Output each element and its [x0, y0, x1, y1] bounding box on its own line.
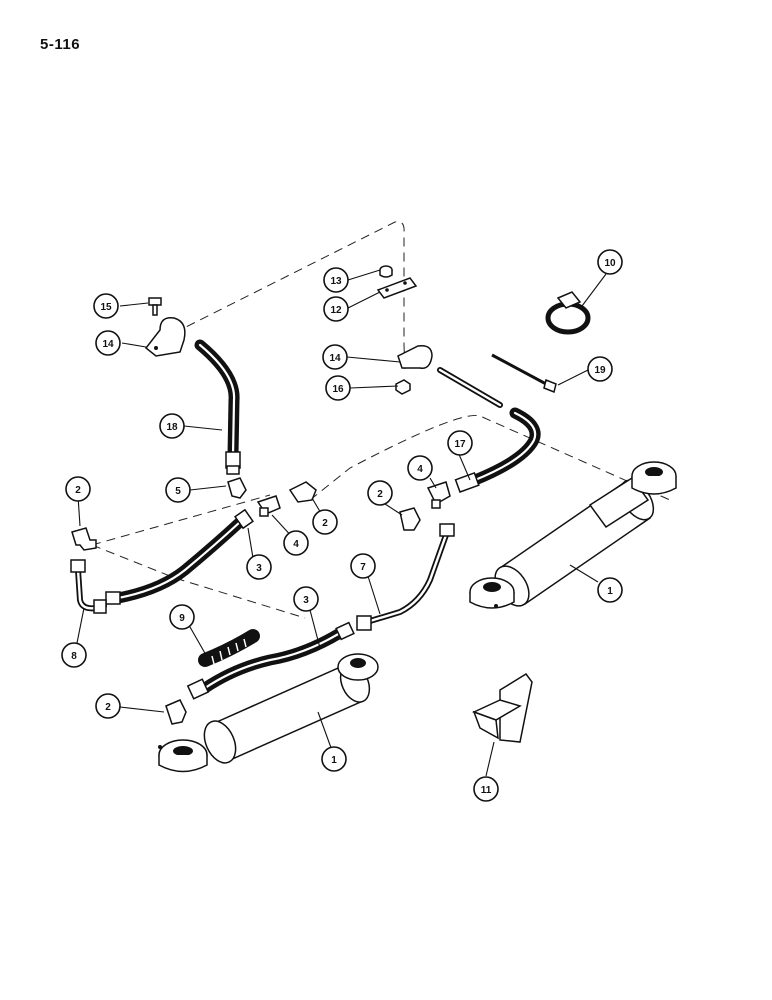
bracket-11 [472, 673, 533, 743]
callout-3-upper: 3 [246, 554, 272, 580]
tube-7 [356, 523, 455, 631]
callout-7: 7 [350, 553, 376, 579]
page-number: 5-116 [40, 36, 81, 53]
callout-2-left: 2 [65, 476, 91, 502]
tee-fitting-4-right [426, 481, 451, 509]
callout-2-left-label: 2 [75, 485, 81, 496]
hose-clamp-10 [545, 291, 591, 335]
callout-5: 5 [165, 477, 191, 503]
callout-11-label: 11 [481, 785, 492, 796]
callout-14-right: 14 [322, 344, 348, 370]
callout-7-label: 7 [360, 562, 366, 573]
callout-14-right-label: 14 [329, 353, 341, 364]
callout-3-lower: 3 [293, 586, 319, 612]
callout-14-left-label: 14 [102, 339, 114, 350]
callout-19: 19 [587, 356, 613, 382]
callout-8-label: 8 [71, 651, 77, 662]
callout-1-right: 1 [597, 577, 623, 603]
callout-18-label: 18 [166, 422, 178, 433]
bolt-15 [148, 297, 162, 316]
callout-13: 13 [323, 267, 349, 293]
callout-14-left: 14 [95, 330, 121, 356]
callout-15: 15 [93, 293, 119, 319]
nut-16 [395, 379, 411, 395]
elbow-fitting-2-left [71, 527, 97, 551]
callout-18: 18 [159, 413, 185, 439]
callout-12-label: 12 [330, 305, 342, 316]
tee-fitting-4-left [256, 495, 281, 517]
clamp-14-right [397, 344, 433, 369]
callout-12: 12 [323, 296, 349, 322]
right-hydraulic-cylinder [469, 461, 677, 609]
callout-4-left-label: 4 [293, 539, 299, 550]
hose-17 [454, 407, 541, 493]
callout-1-left: 1 [321, 746, 347, 772]
callout-10-label: 10 [604, 258, 616, 269]
tube-8 [70, 559, 107, 614]
callout-2-upper-label: 2 [322, 518, 328, 529]
callout-2-lower-left: 2 [95, 693, 121, 719]
hose-3-upper [105, 508, 254, 605]
callout-16: 16 [325, 375, 351, 401]
elbow-fitting-2-lower-left [165, 699, 187, 725]
clamp-14-left [144, 317, 186, 357]
callout-8: 8 [61, 642, 87, 668]
left-hydraulic-cylinder [158, 653, 379, 773]
cable-tie-19 [491, 353, 557, 394]
callout-10: 10 [597, 249, 623, 275]
callout-19-label: 19 [594, 365, 606, 376]
callout-11: 11 [473, 776, 499, 802]
callout-2-right: 2 [367, 480, 393, 506]
elbow-fitting-5 [227, 477, 247, 499]
callout-4-right: 4 [407, 455, 433, 481]
elbow-fitting-2-upper [288, 481, 317, 503]
callout-1-right-label: 1 [607, 586, 613, 597]
callout-16-label: 16 [332, 384, 344, 395]
callout-17: 17 [447, 430, 473, 456]
hose-sleeve-9 [198, 629, 260, 667]
hose-18 [194, 339, 241, 475]
callout-3-upper-label: 3 [256, 563, 262, 574]
callout-4-left: 4 [283, 530, 309, 556]
callout-5-label: 5 [175, 486, 181, 497]
callout-17-label: 17 [454, 439, 466, 450]
callout-3-lower-label: 3 [303, 595, 309, 606]
plate-12 [376, 277, 418, 299]
callout-15-label: 15 [100, 302, 112, 313]
tube-segment-upper-right [437, 367, 503, 408]
callout-13-label: 13 [330, 276, 342, 287]
callout-2-upper: 2 [312, 509, 338, 535]
elbow-fitting-2-right [399, 507, 421, 531]
callout-9: 9 [169, 604, 195, 630]
nut-13 [379, 265, 393, 278]
callout-1-left-label: 1 [331, 755, 337, 766]
callout-4-right-label: 4 [417, 464, 423, 475]
callout-2-lower-left-label: 2 [105, 702, 111, 713]
callout-2-right-label: 2 [377, 489, 383, 500]
callout-9-label: 9 [179, 613, 185, 624]
